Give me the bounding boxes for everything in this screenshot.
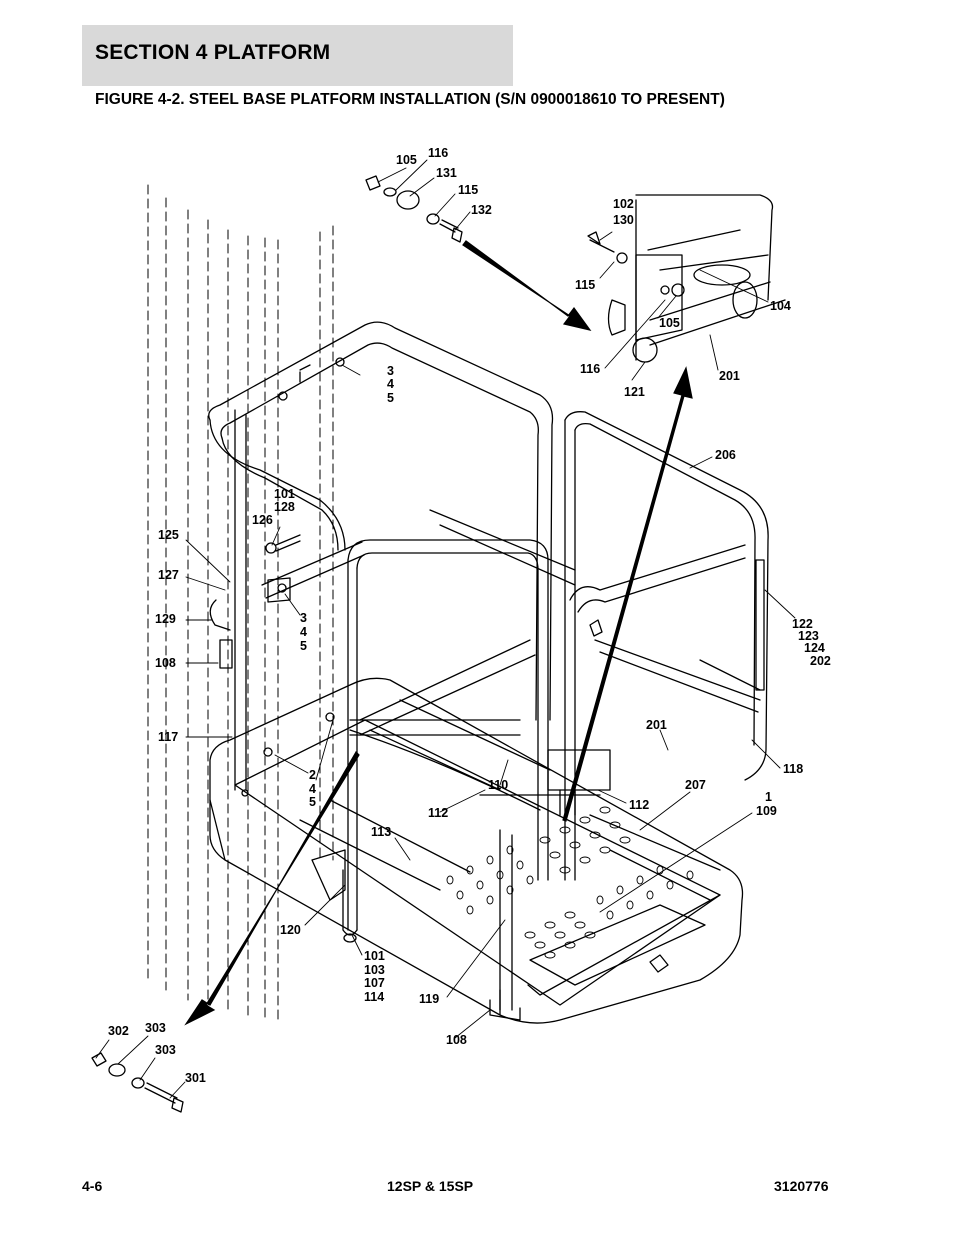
callout-301: 301 <box>185 1071 206 1085</box>
callout-124: 124 <box>804 641 825 655</box>
floor-perforations <box>446 806 694 959</box>
callout-109: 109 <box>756 804 777 818</box>
callout-1: 1 <box>765 790 772 804</box>
callout-119: 119 <box>419 992 439 1006</box>
callout-105: 105 <box>396 153 417 167</box>
callout-3: 3 <box>387 364 394 378</box>
callout-113: 113 <box>371 825 391 839</box>
callout-3: 3 <box>300 611 307 625</box>
callout-116: 116 <box>428 146 448 160</box>
callout-110: 110 <box>488 778 508 792</box>
mast-dashed-lines <box>147 184 334 1021</box>
callout-4: 4 <box>300 625 307 639</box>
callout-5: 5 <box>300 639 307 653</box>
model-name: 12SP & 15SP <box>387 1178 474 1194</box>
hardware-group-bottom <box>91 1052 184 1113</box>
figure-title: FIGURE 4-2. STEEL BASE PLATFORM INSTALLA… <box>95 91 725 108</box>
callout-112: 112 <box>629 798 649 812</box>
side-rail-mounts <box>209 534 365 669</box>
callout-117: 117 <box>158 730 178 744</box>
callout-201: 201 <box>646 718 667 732</box>
callout-131: 131 <box>436 166 457 180</box>
front-gate <box>342 539 549 1011</box>
callout-112: 112 <box>428 806 448 820</box>
callout-5: 5 <box>309 795 316 809</box>
callout-108: 108 <box>155 656 176 670</box>
callout-130: 130 <box>613 213 634 227</box>
page-number: 4-6 <box>82 1178 103 1194</box>
callout-101: 101 <box>274 487 295 501</box>
upper-rail-back <box>208 321 554 791</box>
callout-128: 128 <box>274 500 295 514</box>
callout-115: 115 <box>575 278 595 292</box>
assembly-arrows <box>184 240 693 1026</box>
callout-303: 303 <box>155 1043 176 1057</box>
callout-123: 123 <box>798 629 819 643</box>
callout-101: 101 <box>364 949 385 963</box>
callout-207: 207 <box>685 778 706 792</box>
callout-118: 118 <box>783 762 803 776</box>
callout-206: 206 <box>715 448 736 462</box>
callout-129: 129 <box>155 612 176 626</box>
callout-125: 125 <box>158 528 179 542</box>
section-header: SECTION 4 PLATFORM <box>82 25 513 86</box>
callout-116: 116 <box>580 362 600 376</box>
section-title: SECTION 4 PLATFORM <box>95 41 331 64</box>
platform-base <box>209 677 744 1024</box>
callout-132: 132 <box>471 203 492 217</box>
callout-122: 122 <box>792 617 813 631</box>
callout-103: 103 <box>364 963 385 977</box>
callout-121: 121 <box>624 385 645 399</box>
callout-302: 302 <box>108 1024 129 1038</box>
callout-labels: 105 116 131 115 132 102 130 115 104 105 … <box>108 146 831 1085</box>
callout-105: 105 <box>659 316 680 330</box>
callout-127: 127 <box>158 568 179 582</box>
callout-108: 108 <box>446 1033 467 1047</box>
callout-102: 102 <box>613 197 634 211</box>
callout-4: 4 <box>309 782 316 796</box>
callout-120: 120 <box>280 923 301 937</box>
callout-303: 303 <box>145 1021 166 1035</box>
callout-104: 104 <box>770 299 791 313</box>
callout-5: 5 <box>387 391 394 405</box>
callout-114: 114 <box>364 990 384 1004</box>
leader-lines <box>95 159 796 1099</box>
right-side-rail <box>429 411 769 881</box>
hinge-detail <box>587 194 786 363</box>
document-number: 3120776 <box>774 1178 829 1194</box>
callout-4: 4 <box>387 377 394 391</box>
callout-126: 126 <box>252 513 273 527</box>
callout-2: 2 <box>309 768 316 782</box>
hardware-group-top <box>365 175 463 243</box>
callout-107: 107 <box>364 976 385 990</box>
callout-201: 201 <box>719 369 740 383</box>
callout-202: 202 <box>810 654 831 668</box>
callout-115: 115 <box>458 183 478 197</box>
